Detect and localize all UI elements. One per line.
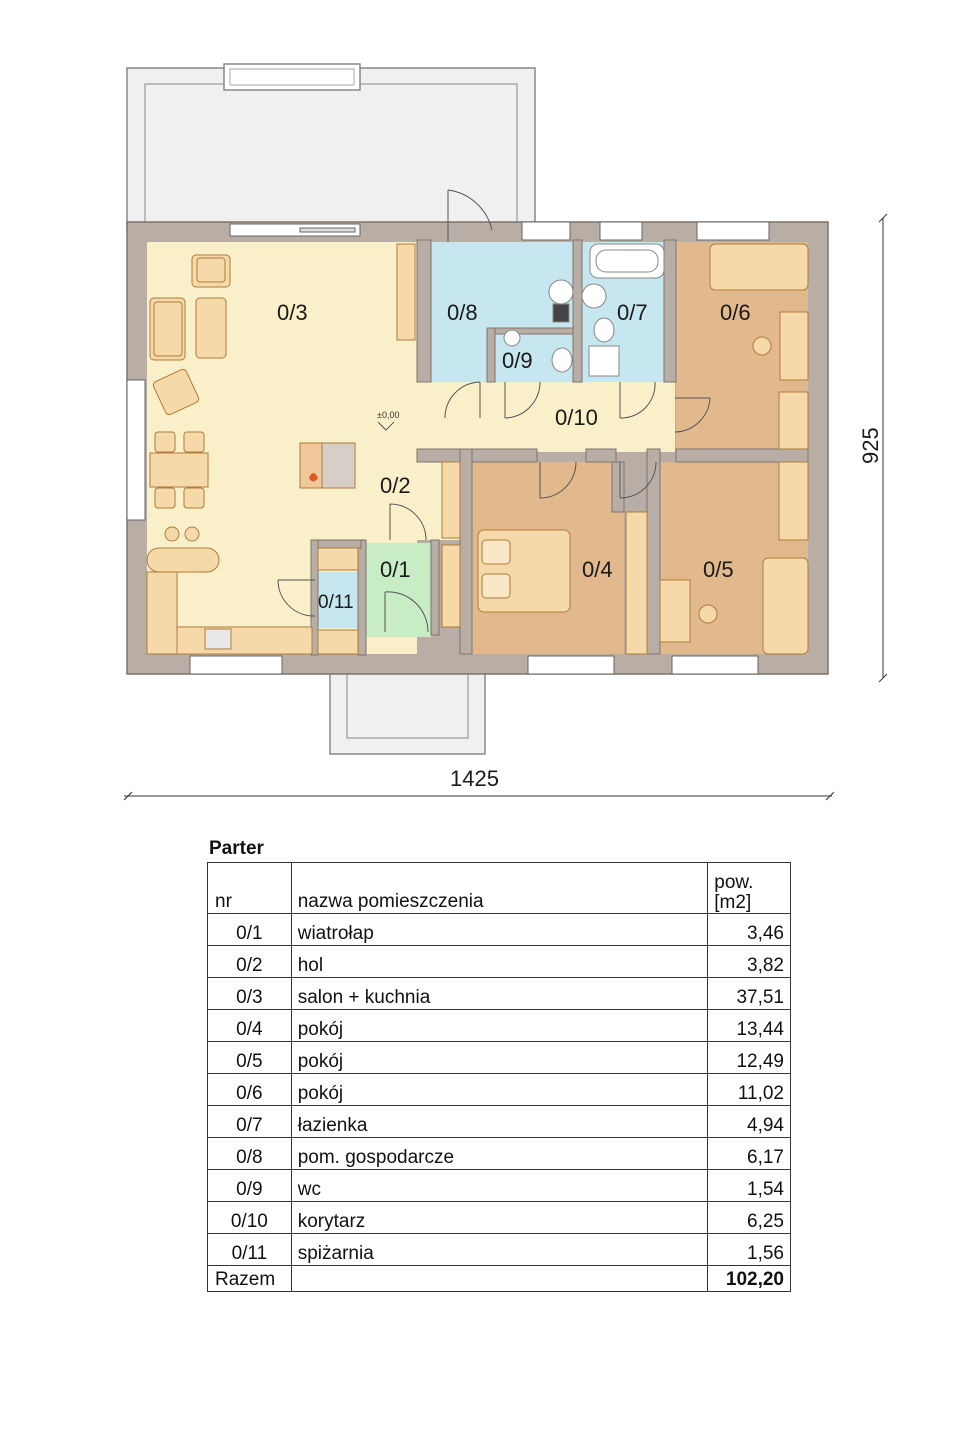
row-name: łazienka (290, 1105, 709, 1138)
row-name: salon + kuchnia (290, 977, 709, 1010)
header-area: pow.[m2] (707, 862, 791, 914)
row-area: 3,82 (707, 945, 791, 978)
row-area: 1,56 (707, 1233, 791, 1266)
header-nr: nr (207, 862, 292, 914)
level-mark-icon (377, 421, 395, 431)
row-area: 4,94 (707, 1105, 791, 1138)
room-label-0-8: 0/8 (447, 300, 478, 325)
table-header-row: nr nazwa pomieszczenia pow.[m2] (207, 862, 791, 914)
row-name: pokój (290, 1041, 709, 1074)
row-nr: 0/1 (207, 913, 292, 946)
room-0-10-fill (417, 382, 675, 452)
room-label-0-1: 0/1 (380, 557, 411, 582)
room-label-0-10: 0/10 (555, 405, 598, 430)
row-area: 13,44 (707, 1009, 791, 1042)
sanitary-fixtures (503, 243, 665, 377)
row-nr: 0/3 (207, 977, 292, 1010)
row-nr: 0/6 (207, 1073, 292, 1106)
row-area: 11,02 (707, 1073, 791, 1106)
furniture (146, 243, 809, 655)
windows (126, 221, 770, 675)
room-label-0-11: 0/11 (318, 592, 354, 613)
header-area-line1: pow. (714, 872, 754, 893)
row-name: wc (290, 1169, 709, 1202)
row-area: 3,46 (707, 913, 791, 946)
room-label-0-3: 0/3 (277, 300, 308, 325)
row-nr: 0/5 (207, 1041, 292, 1074)
room-label-0-4: 0/4 (582, 557, 613, 582)
total-label: Razem (207, 1265, 292, 1292)
room-label-0-9: 0/9 (502, 348, 533, 373)
header-area-line2: [m2] (714, 892, 752, 913)
row-area: 1,54 (707, 1169, 791, 1202)
row-nr: 0/11 (207, 1233, 292, 1266)
row-name: pokój (290, 1073, 709, 1106)
interior-walls (310, 239, 809, 656)
row-name: hol (290, 945, 709, 978)
row-area: 6,25 (707, 1201, 791, 1234)
row-name: pom. gospodarcze (290, 1137, 709, 1170)
doors (277, 189, 711, 633)
row-area: 37,51 (707, 977, 791, 1010)
dimension-lines (123, 213, 888, 801)
header-name: nazwa pomieszczenia (290, 862, 709, 914)
terrace-north (126, 63, 536, 231)
floor-plan: ±0,00 0/3 0/8 0/7 0/6 0/9 0/10 0/2 0/1 0… (123, 63, 888, 801)
room-0-11-fill (318, 572, 360, 628)
dimension-width: 1425 (450, 766, 499, 791)
total-spacer (290, 1265, 709, 1292)
dimension-depth: 925 (858, 427, 883, 464)
row-name: korytarz (290, 1201, 709, 1234)
row-area: 6,17 (707, 1137, 791, 1170)
row-nr: 0/10 (207, 1201, 292, 1234)
table-title: Parter (209, 838, 264, 859)
row-name: pokój (290, 1009, 709, 1042)
row-nr: 0/8 (207, 1137, 292, 1170)
level-mark: ±0,00 (377, 410, 399, 420)
room-labels: 0/3 0/8 0/7 0/6 0/9 0/10 0/2 0/1 0/4 0/5… (277, 300, 751, 613)
table-total-row: Razem 102,20 (207, 1265, 791, 1292)
room-label-0-7: 0/7 (617, 300, 648, 325)
row-nr: 0/9 (207, 1169, 292, 1202)
row-nr: 0/2 (207, 945, 292, 978)
row-nr: 0/7 (207, 1105, 292, 1138)
room-0-1-fill (363, 543, 431, 637)
room-label-0-2: 0/2 (380, 473, 411, 498)
room-label-0-6: 0/6 (720, 300, 751, 325)
row-name: spiżarnia (290, 1233, 709, 1266)
row-area: 12,49 (707, 1041, 791, 1074)
total-area: 102,20 (707, 1265, 791, 1292)
row-nr: 0/4 (207, 1009, 292, 1042)
room-label-0-5: 0/5 (703, 557, 734, 582)
row-name: wiatrołap (290, 913, 709, 946)
